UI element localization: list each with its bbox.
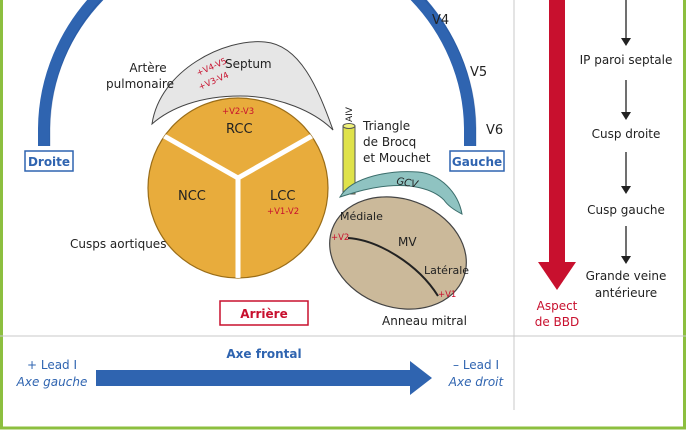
left-axis-label: Axe gauche — [16, 375, 88, 389]
gcv-label: GCV — [395, 176, 419, 191]
lead-v5-label: V5 — [470, 65, 487, 80]
triangle-line3: et Mouchet — [363, 151, 431, 165]
cusps-caption: Cusps aortiques — [70, 237, 166, 251]
bbd-label-line2: de BBD — [535, 315, 580, 329]
rcc-label: RCC — [226, 122, 253, 137]
valve-commissures — [148, 125, 328, 278]
lateral-lead: +V1 — [438, 290, 456, 300]
seq-arrow-4-head — [621, 256, 631, 264]
bbd-arrow-shaft — [549, 0, 565, 262]
mitral-valve — [329, 196, 467, 310]
seq-step-1: IP paroi septale — [580, 53, 673, 67]
precordial-arc — [38, 0, 476, 146]
frontal-axis-title: Axe frontal — [226, 347, 301, 361]
medial-lead: +V2 — [331, 233, 349, 243]
mv-label: MV — [398, 235, 417, 249]
pulmonary-artery-line1: Artère — [129, 61, 166, 75]
frontal-axis-shaft — [96, 370, 414, 386]
triangle-line2: de Brocq — [363, 135, 416, 149]
medial-label: Médiale — [340, 210, 383, 223]
septum-label: Septum — [225, 57, 272, 71]
frontal-axis-head — [410, 361, 432, 395]
lcc-label: LCC — [270, 189, 295, 204]
mitral-coaptation-line — [347, 237, 439, 297]
lcc-leads: +V1-V2 — [267, 207, 299, 217]
precordial-arc-shadow — [49, 0, 477, 146]
arriere-box — [219, 300, 309, 326]
bbd-label-line1: Aspect — [537, 299, 578, 313]
septum-crescent — [151, 41, 334, 131]
right-lead-label: – Lead I — [453, 358, 499, 372]
seq-arrow-1-head — [621, 38, 631, 46]
gauche-box — [449, 150, 505, 172]
droite-label: Droite — [28, 155, 70, 169]
lateral-label: Latérale — [424, 264, 469, 277]
rcc-leads: +V2-V3 — [222, 107, 254, 117]
seq-step-2: Cusp droite — [592, 127, 661, 141]
seq-step-4-line2: antérieure — [595, 286, 657, 300]
seq-step-4-line1: Grande veine — [586, 269, 667, 283]
lead-v4-label: V4 — [432, 13, 449, 28]
ncc-label: NCC — [178, 189, 206, 204]
aiv-vessel-top — [342, 123, 356, 129]
gcv-vessel — [338, 171, 463, 215]
left-lead-label: + Lead I — [27, 358, 77, 372]
gauche-label: Gauche — [452, 155, 502, 169]
triangle-line1: Triangle — [362, 119, 410, 133]
annulus-caption: Anneau mitral — [382, 314, 467, 328]
seq-arrow-2-head — [621, 112, 631, 120]
droite-box — [24, 150, 74, 172]
aiv-label: AIV — [345, 106, 355, 122]
seq-step-3: Cusp gauche — [587, 203, 665, 217]
right-axis-label: Axe droit — [448, 375, 505, 389]
seq-arrow-3-head — [621, 186, 631, 194]
pulmonary-artery-line2: pulmonaire — [106, 77, 174, 91]
lead-v6-label: V6 — [486, 123, 503, 138]
arriere-label: Arrière — [240, 307, 287, 321]
bbd-arrow-head — [538, 262, 576, 290]
